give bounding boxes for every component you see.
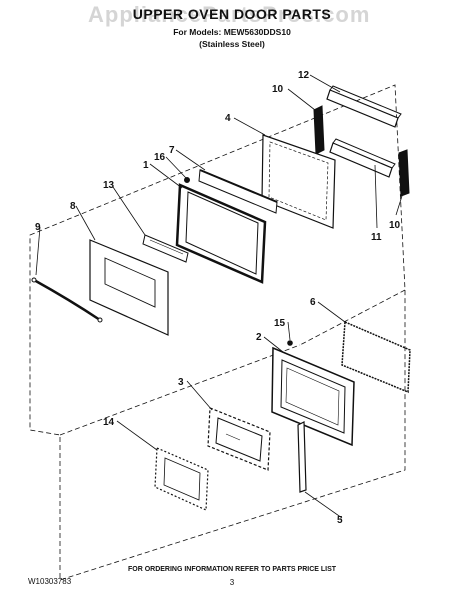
ordering-info: FOR ORDERING INFORMATION REFER TO PARTS … <box>127 566 337 573</box>
callout-1: 1 <box>143 160 149 171</box>
page-title: UPPER OVEN DOOR PARTS <box>132 6 332 22</box>
callout-7: 7 <box>169 145 175 156</box>
part-12-top-trim <box>326 85 402 128</box>
callout-12: 12 <box>298 70 310 81</box>
document-number: W10303783 <box>28 577 72 586</box>
part-2-inner-liner <box>271 346 355 447</box>
callout-9: 9 <box>35 222 41 233</box>
watermark: AppliancePartsPros.com <box>88 2 371 27</box>
page-number: 3 <box>229 578 235 587</box>
part-9-handle <box>31 277 103 323</box>
callout-10-upper: 10 <box>272 84 284 95</box>
part-16-screw <box>184 177 190 183</box>
callout-14: 14 <box>103 417 115 428</box>
part-4-inner-panel <box>261 134 336 229</box>
callout-5: 5 <box>337 515 343 526</box>
callout-6: 6 <box>310 297 316 308</box>
callout-labels: 12 10 4 7 16 1 13 8 9 11 10 6 2 15 3 14 … <box>35 70 401 526</box>
part-11-bottom-trim <box>329 138 396 178</box>
callout-13: 13 <box>103 180 115 191</box>
part-3-window-pack <box>207 407 271 471</box>
part-10-side-trim-right <box>398 149 410 197</box>
assembly-dashed-divider <box>59 289 406 436</box>
callout-4: 4 <box>225 113 231 124</box>
part-8-outer-glass <box>89 239 169 336</box>
part-13-bracket <box>142 234 189 263</box>
part-15-screw <box>287 340 293 346</box>
callout-15: 15 <box>274 318 286 329</box>
callout-16: 16 <box>154 152 166 163</box>
leader-lines <box>35 74 403 519</box>
callout-11: 11 <box>371 232 382 243</box>
part-1-door-frame <box>175 183 267 284</box>
callout-2: 2 <box>256 332 262 343</box>
callout-3: 3 <box>178 377 184 388</box>
model-line: For Models: MEW5630DDS10 <box>173 27 291 37</box>
part-14-insulation <box>154 447 209 511</box>
callout-10-right: 10 <box>389 220 401 231</box>
part-7-channel <box>198 169 278 214</box>
finish-line: (Stainless Steel) <box>199 39 265 49</box>
part-10-side-trim-left <box>313 105 325 155</box>
part-6-gasket <box>341 320 411 394</box>
callout-8: 8 <box>70 201 76 212</box>
part-5-hinge-bar <box>297 421 307 493</box>
